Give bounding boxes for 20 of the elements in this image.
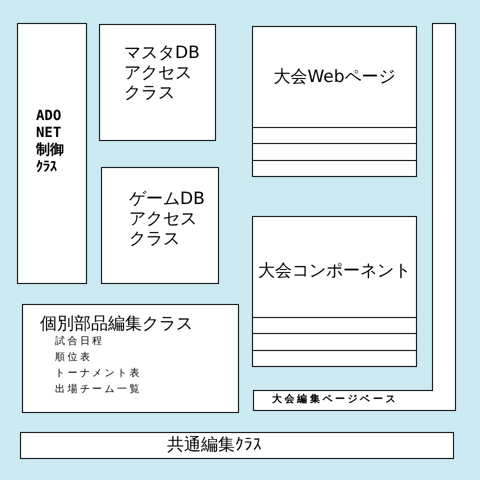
box-heading: 個別部品編集クラス	[40, 314, 193, 334]
box-label: マスタDBアクセスクラス	[124, 43, 201, 103]
class-box	[252, 26, 417, 177]
class-box	[17, 23, 87, 284]
class-box	[22, 304, 239, 413]
box-label: 大会Webページ	[273, 67, 396, 87]
box-label: ADO NET 制御ｸﾗｽ	[36, 108, 65, 176]
class-box	[99, 24, 216, 141]
box-label: ゲームDBアクセスクラス	[129, 189, 206, 249]
class-box	[252, 216, 417, 367]
list-item: 試合日程	[55, 335, 105, 349]
box-label: 大会編集ページベース	[272, 393, 398, 407]
list-item: 順位表	[55, 351, 92, 365]
box-label: 大会コンポーネント	[258, 261, 411, 281]
list-item: トーナメント表	[55, 367, 142, 381]
list-item: 出場チーム一覧	[55, 383, 142, 397]
class-box	[20, 432, 454, 459]
box-label: 共通編集ｸﾗｽ	[167, 435, 262, 455]
l-shaped-band	[253, 23, 456, 411]
class-box	[101, 167, 219, 284]
